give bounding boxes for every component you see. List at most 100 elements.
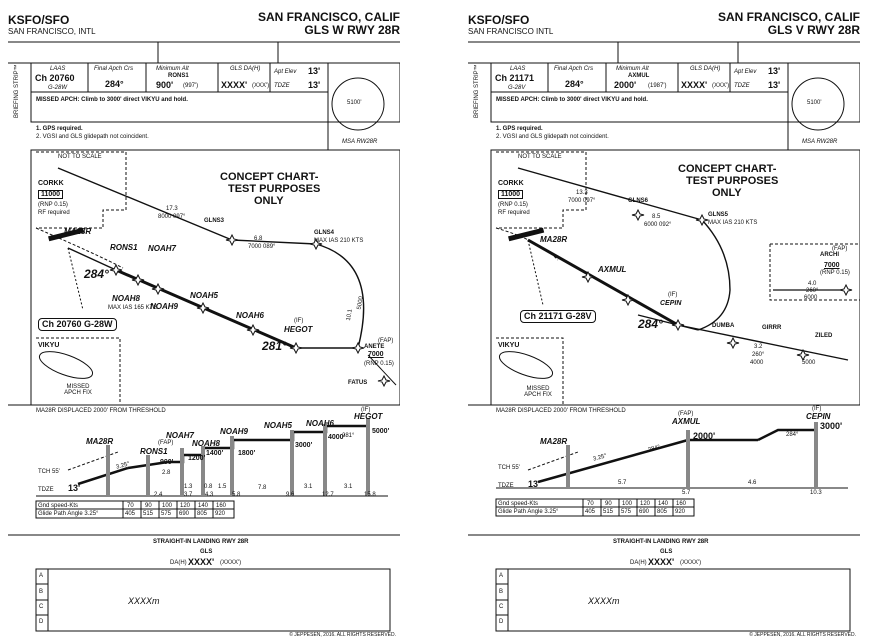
procedure-title: GLS W RWY 28R: [304, 23, 400, 37]
channel-sub: G-28V: [508, 85, 526, 91]
apt-elev-value: 13': [768, 66, 781, 76]
leg-alt-crs-1: 7000 097°: [568, 198, 596, 204]
concept-line-1: CONCEPT CHART-: [220, 171, 319, 183]
profile-fix-rons1: RONS1: [140, 447, 168, 456]
profile-alt-1800: 1800': [238, 450, 256, 457]
profile-tdze-label: TDZE: [498, 483, 514, 489]
final-crs-label: Final Apch Crs: [554, 66, 594, 72]
corkk-rf: RF required: [38, 210, 70, 216]
min-alt-fix: AXMUL: [628, 73, 650, 79]
profile-alt-4000: 4000': [328, 434, 346, 441]
leg-alt-5000: 5000: [802, 360, 816, 366]
airport-name: SAN FRANCISCO, INTL: [8, 27, 96, 36]
min-alt-value: 2000': [614, 80, 637, 90]
archi-rnp: (RNP 0.15): [820, 270, 850, 276]
channel-value: Ch 20760: [35, 73, 75, 83]
missed-approach-text: MISSED APCH: Climb to 3000' direct VIKYU…: [496, 97, 648, 103]
profile-if-label: (IF): [361, 407, 371, 413]
gpa-805: 805: [197, 511, 208, 517]
cat-a: A: [499, 573, 504, 579]
archi-alt: 7000: [824, 262, 840, 269]
cat-c: C: [39, 604, 44, 610]
min-alt-label: Minimum Alt: [156, 66, 189, 72]
missed-apch-fix-label: MISSED APCH FIX: [524, 386, 552, 398]
note-2: 2. VGSI and GLS glidepath not coincident…: [36, 134, 149, 140]
leg-dist-1: 13.3: [576, 190, 588, 196]
cat-c: C: [499, 604, 504, 610]
leg-alt-6000: 6000: [804, 295, 818, 301]
final-crs-label: Final Apch Crs: [94, 66, 134, 72]
gs-100: 100: [162, 503, 173, 509]
copyright: © JEPPESEN, 2016. ALL RIGHTS RESERVED.: [289, 632, 396, 638]
channel-value: Ch 21171: [495, 73, 535, 83]
profile-misc-3-1b: 3.1: [344, 484, 353, 490]
gls-label-min: GLS: [200, 549, 213, 555]
gpa-405: 405: [125, 511, 136, 517]
channel-label: LAAS: [50, 66, 66, 72]
landing-title: STRAIGHT-IN LANDING RWY 28R: [153, 539, 249, 545]
fix-archi: ARCHI: [820, 252, 839, 258]
profile-fix-noah9: NOAH9: [220, 427, 249, 436]
visibility-value: XXXXm: [588, 596, 620, 606]
cat-a: A: [39, 573, 44, 579]
profile-tch: TCH 55': [38, 469, 60, 475]
da-label: DA(H): [170, 560, 187, 566]
fix-dumba: DUMBA: [712, 323, 735, 329]
final-crs-value: 284°: [565, 79, 584, 89]
concept-line-2: TEST PURPOSES: [686, 175, 779, 187]
leg-alt-crs-2: 7000 089°: [248, 244, 276, 250]
profile-dist-2: 4.6: [748, 480, 757, 486]
gpa-label: Glide Path Angle 3.25°: [498, 509, 559, 515]
gpa-405: 405: [585, 509, 596, 515]
msa-label: MSA RW28R: [802, 139, 838, 145]
fix-anete: ANETE: [364, 344, 385, 350]
leg-dist-1: 17.3: [166, 206, 178, 212]
fix-girrr: GIRRR: [762, 325, 782, 331]
profile-dist-3: 5.8: [232, 492, 241, 498]
profile-fix-noah7: NOAH7: [166, 431, 195, 440]
gs-70: 70: [587, 501, 594, 507]
gs-140: 140: [658, 501, 669, 507]
gpa-690: 690: [179, 511, 190, 517]
airport-name: SAN FRANCISCO INTL: [468, 27, 554, 36]
min-alt-sub: (997'): [183, 83, 199, 89]
final-course-284: 284°: [84, 267, 109, 281]
gs-70: 70: [127, 503, 134, 509]
profile-tdze-value: 13': [68, 483, 81, 493]
fix-fatus: FATUS: [348, 380, 368, 386]
profile-note: MA28R DISPLACED 2000' FROM THRESHOLD: [496, 408, 626, 414]
concept-line-3: ONLY: [254, 195, 284, 207]
course-281: 281°: [262, 339, 287, 353]
msa-alt: 5100': [347, 100, 362, 106]
gs-160: 160: [216, 503, 227, 509]
min-alt-value: 900': [156, 80, 174, 90]
profile-misc-3-1a: 3.1: [304, 484, 313, 490]
fix-noah6: NOAH6: [236, 311, 265, 320]
apt-elev-value: 13': [308, 66, 321, 76]
cat-b: B: [499, 589, 504, 595]
airport-id: KSFO/SFO: [468, 13, 530, 27]
leg-dist-2: 6.8: [254, 236, 263, 242]
gpa-690: 690: [639, 509, 650, 515]
da-sub: (XXXX'): [680, 560, 702, 566]
channel-sub: G-28W: [48, 85, 68, 91]
profile-fix-noah5: NOAH5: [264, 421, 293, 430]
airport-id: KSFO/SFO: [8, 13, 70, 27]
da-sub: (XXXX'): [220, 560, 242, 566]
fix-ma28r: MA28R: [64, 227, 92, 236]
max-ias-210: MAX IAS 210 KTS: [314, 238, 364, 244]
not-to-scale-label: NOT TO SCALE: [58, 154, 102, 160]
if-label: (IF): [668, 292, 678, 298]
chart-graphics-right: [468, 41, 860, 632]
corkk-rnp: (RNP 0.15): [38, 202, 68, 208]
min-alt-sub: (1987'): [648, 83, 667, 89]
cat-b: B: [39, 589, 44, 595]
tdze-value: 13': [308, 80, 321, 90]
leg-dist-4-0: 4.0: [808, 281, 817, 287]
leg-alt-crs-2: 6000 092°: [644, 222, 672, 228]
fix-noah8: NOAH8: [112, 294, 141, 303]
profile-dist-6: 12.7: [322, 492, 334, 498]
profile-misc-2-8: 2.8: [162, 470, 171, 476]
note-1: 1. GPS required.: [36, 126, 83, 132]
fap-label: (FAP): [832, 246, 848, 252]
